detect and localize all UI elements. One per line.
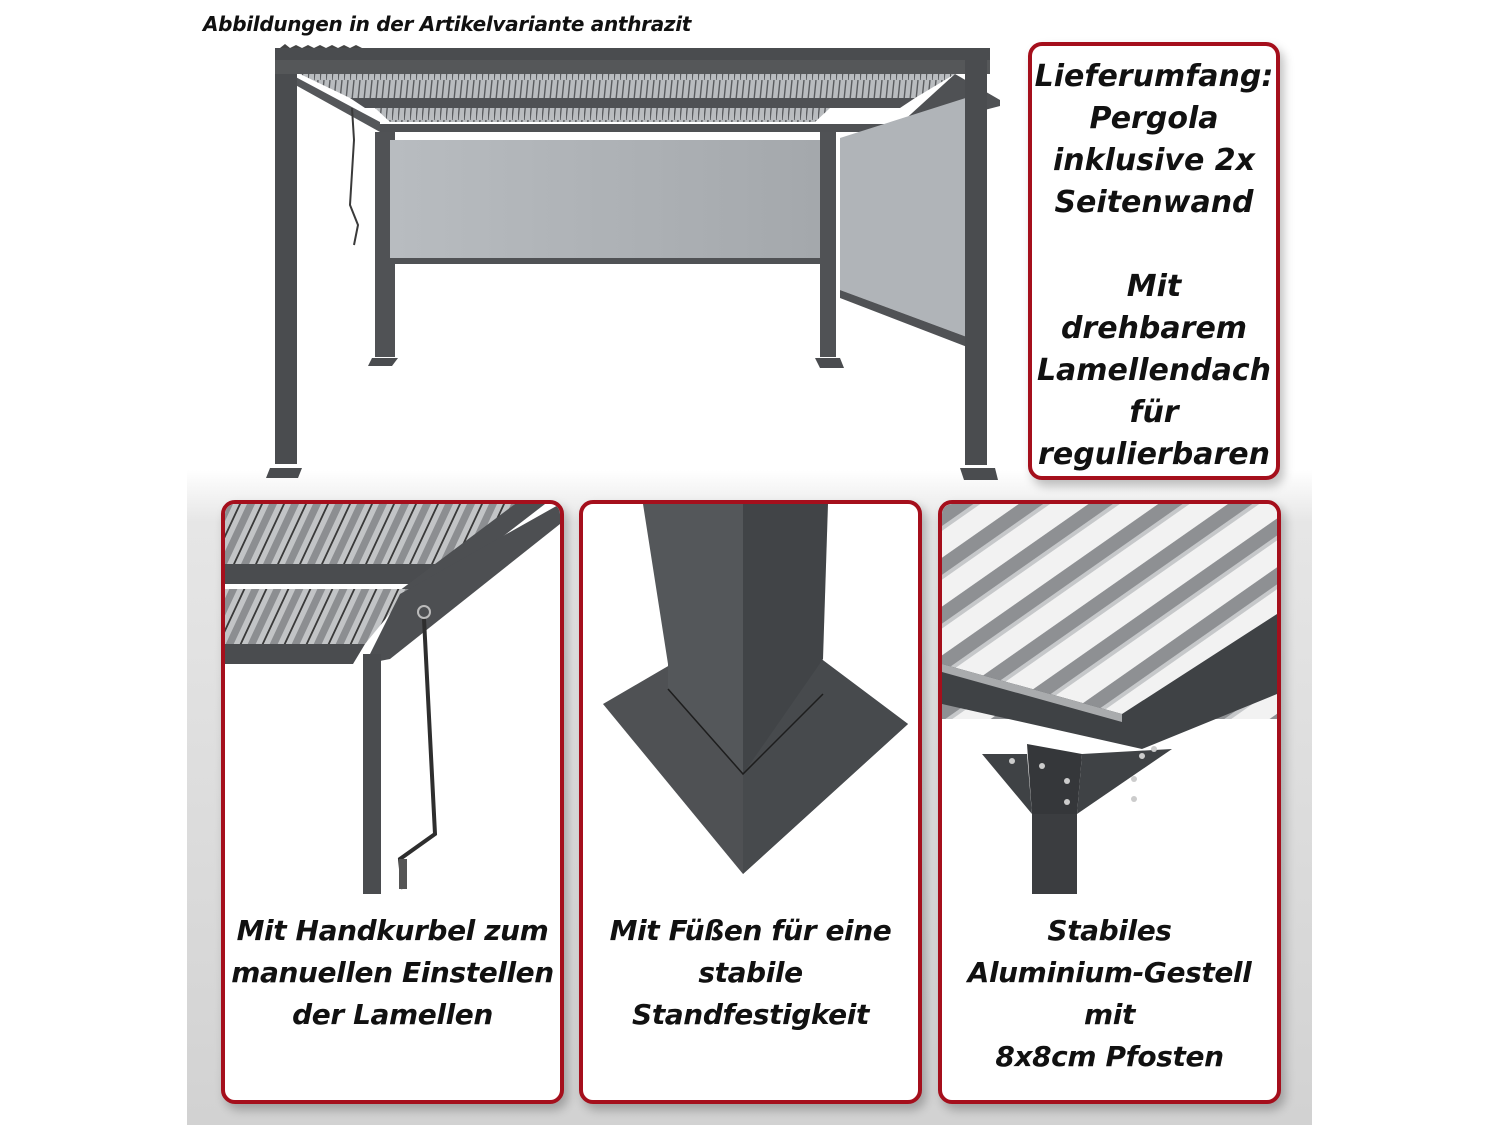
feature-card-aluminium-frame: Stabiles Aluminium-Gestell mit 8x8cm Pfo… — [938, 500, 1281, 1104]
feature-caption: Mit Handkurbel zum manuellen Einstellen … — [225, 910, 560, 1036]
info-spacer — [1032, 224, 1276, 266]
delivery-scope-card: Lieferumfang: Pergola inklusive 2x Seite… — [1028, 42, 1280, 480]
caption-line: Mit Füßen für eine — [609, 914, 892, 947]
info-line: Lamellendach — [1036, 353, 1272, 388]
hand-crank-image — [225, 504, 560, 894]
info-line: inklusive 2x — [1053, 143, 1255, 178]
delivery-scope-text: Lieferumfang: Pergola inklusive 2x Seite… — [1032, 56, 1276, 480]
foot-plate-image — [603, 504, 908, 874]
caption-line: Aluminium-Gestell mit — [967, 956, 1252, 1031]
info-line: für — [1129, 395, 1179, 430]
caption-line: der Lamellen — [292, 998, 493, 1031]
caption-line: Stabiles — [1047, 914, 1172, 947]
info-line: Lieferumfang: — [1034, 59, 1274, 94]
caption-line: stabile — [698, 956, 803, 989]
frame-corner-image — [942, 504, 1277, 894]
variant-note: Abbildungen in der Artikelvariante anthr… — [203, 12, 692, 36]
feature-caption: Mit Füßen für eine stabile Standfestigke… — [583, 910, 918, 1036]
info-line: regulierbaren — [1038, 437, 1270, 472]
caption-line: Standfestigkeit — [632, 998, 869, 1031]
caption-line: manuellen Einstellen — [231, 956, 554, 989]
info-line: Schatten — [1032, 476, 1276, 480]
caption-line: Mit Handkurbel zum — [236, 914, 549, 947]
feature-card-foot-plate: Mit Füßen für eine stabile Standfestigke… — [579, 500, 922, 1104]
pergola-hero-image — [266, 44, 1000, 480]
info-line: Seitenwand — [1054, 185, 1254, 220]
info-line: Mit drehbarem — [1060, 269, 1248, 346]
feature-caption: Stabiles Aluminium-Gestell mit 8x8cm Pfo… — [942, 910, 1277, 1078]
info-line: Pergola — [1089, 101, 1219, 136]
feature-card-hand-crank: Mit Handkurbel zum manuellen Einstellen … — [221, 500, 564, 1104]
caption-line: 8x8cm Pfosten — [995, 1040, 1224, 1073]
